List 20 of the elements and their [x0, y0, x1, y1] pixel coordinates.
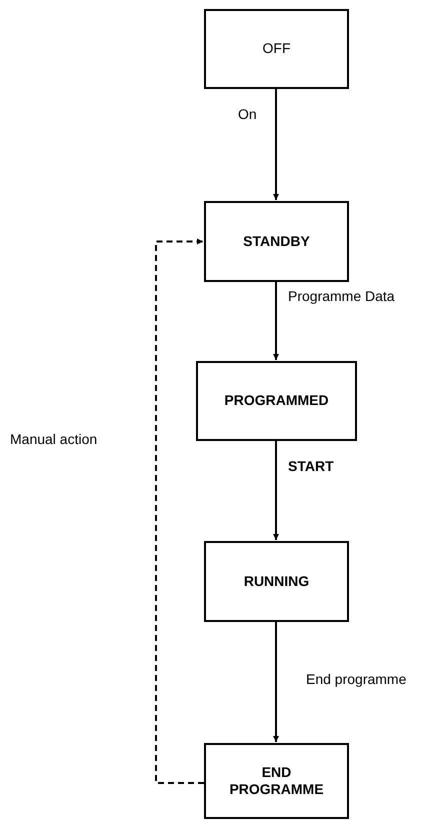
edge-label: Programme Data: [288, 288, 395, 304]
state-label: STANDBY: [243, 232, 310, 250]
state-label: RUNNING: [244, 572, 310, 590]
state-box: [204, 743, 349, 819]
state-label: PROGRAMMED: [224, 392, 329, 410]
arrow: [273, 89, 279, 200]
edge-label: End programme: [306, 671, 406, 687]
edge-label: START: [288, 458, 334, 474]
edge-label: On: [238, 106, 257, 122]
state-box: [196, 361, 357, 441]
dashed-arrow: [155, 238, 204, 784]
arrow: [273, 622, 279, 742]
state-label: OFF: [262, 40, 290, 58]
arrow: [273, 282, 279, 360]
arrow: [273, 441, 279, 540]
state-box: [204, 201, 349, 282]
state-box: [204, 9, 349, 89]
state-box: [204, 541, 349, 622]
edge-label: Manual action: [10, 431, 98, 447]
state-label: END PROGRAMME: [228, 764, 325, 798]
